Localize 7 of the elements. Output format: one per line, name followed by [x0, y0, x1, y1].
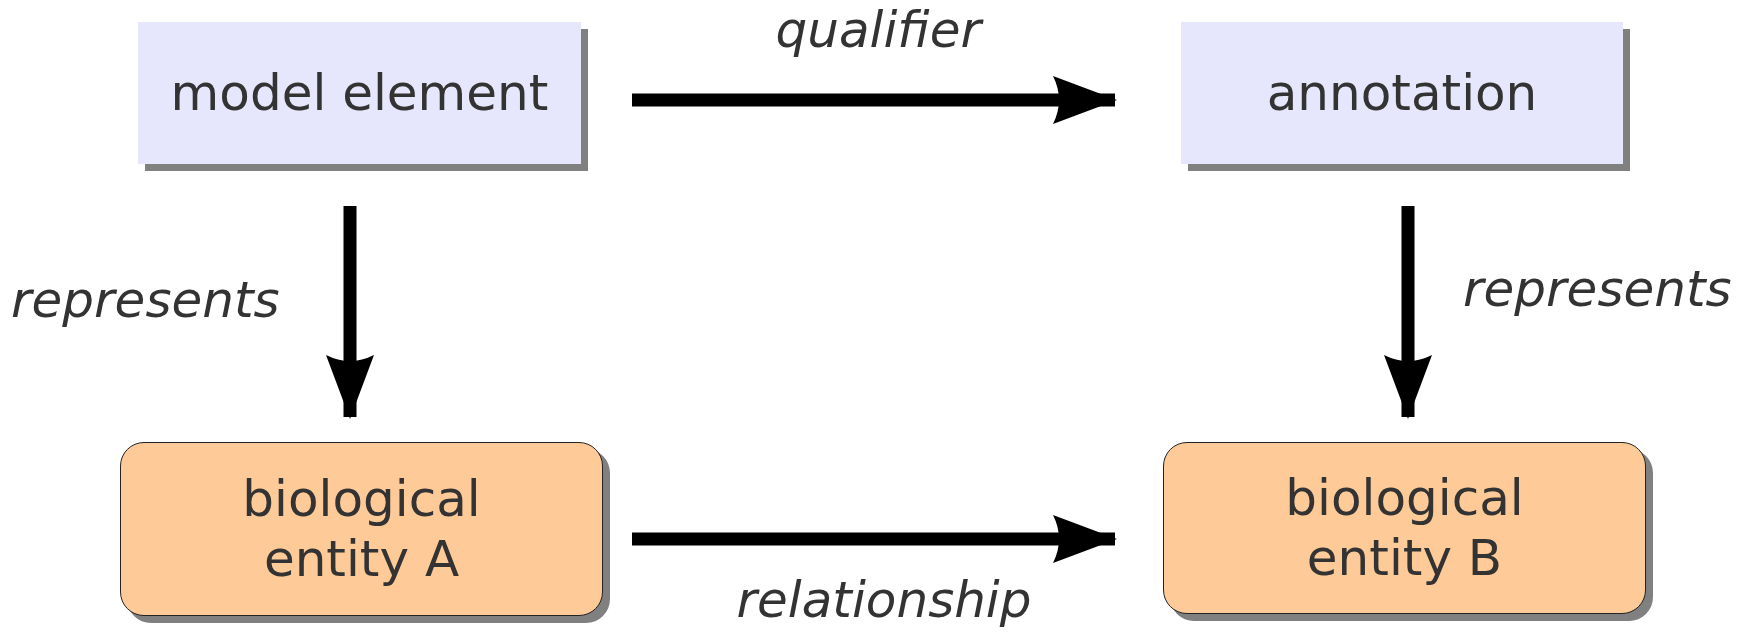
edge-label: represents: [1463, 261, 1732, 319]
edge-label: represents: [11, 272, 280, 330]
node-text: model element: [169, 63, 550, 123]
node-text: annotation: [1265, 63, 1539, 123]
edge-label: relationship: [736, 572, 1032, 630]
node-text: biological entity B: [1284, 468, 1525, 588]
node-text: biological entity A: [241, 469, 482, 589]
